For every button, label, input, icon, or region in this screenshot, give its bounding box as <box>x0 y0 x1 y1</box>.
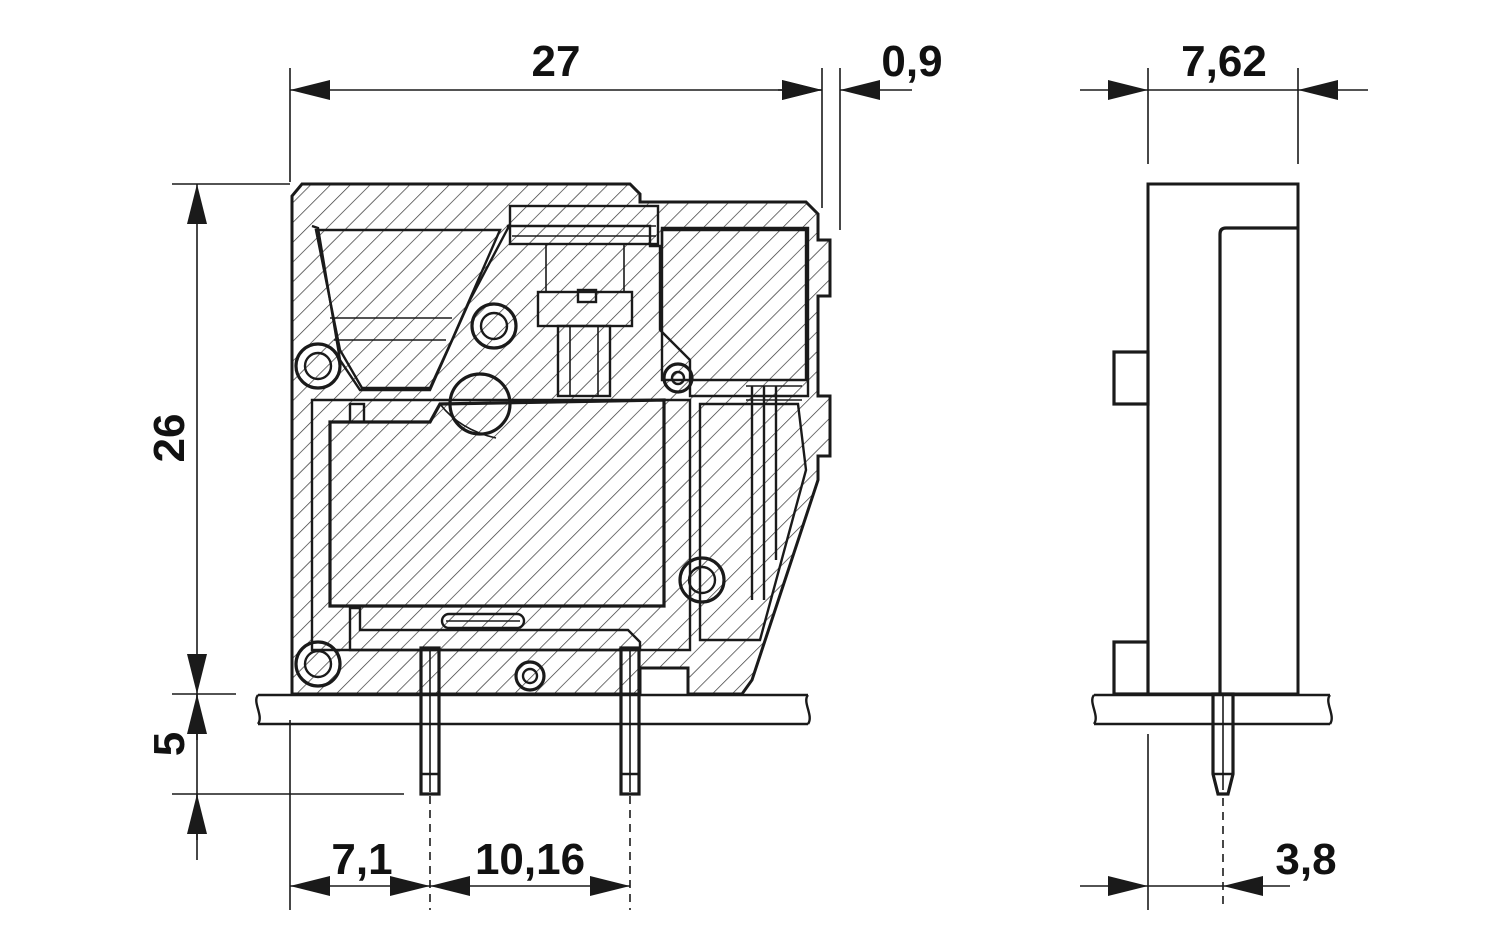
dim-pin-pitch-label: 10,16 <box>475 835 585 884</box>
dim-pin-length-label: 5 <box>145 732 194 756</box>
dim-width-total-label: 27 <box>532 37 581 86</box>
hole-1 <box>294 342 342 390</box>
plunger <box>536 244 634 398</box>
lead-frame <box>348 606 642 652</box>
dim-side-width-label: 7,62 <box>1181 37 1267 86</box>
dim-pin-offset-label: 7,1 <box>331 835 392 884</box>
actuator-slot <box>508 204 660 246</box>
side-view: 7,62 3,8 <box>1080 37 1368 910</box>
switch-body <box>328 372 666 608</box>
pin-right <box>619 646 641 796</box>
side-pin <box>1211 692 1235 910</box>
dim-width-total: 27 <box>289 37 823 208</box>
dim-pin-pitch: 10,16 <box>430 835 630 896</box>
dim-offset-right: 0,9 <box>778 37 943 230</box>
dim-side-width: 7,62 <box>1080 37 1368 164</box>
pcb-board <box>255 693 811 726</box>
hole-5 <box>514 660 546 692</box>
dim-height-body: 26 <box>145 183 290 695</box>
pin-left <box>419 646 441 796</box>
pcb-pins <box>419 646 641 910</box>
side-housing <box>1112 182 1300 696</box>
dim-height-body-label: 26 <box>145 414 194 463</box>
dim-side-pin-offset: 3,8 <box>1080 734 1337 910</box>
dim-pin-offset: 7,1 <box>289 720 430 910</box>
hole-2 <box>470 302 518 350</box>
hole-4 <box>294 640 342 688</box>
spring-contacts <box>746 385 802 600</box>
mounting-holes <box>294 302 726 692</box>
dim-pin-length: 5 <box>145 694 404 860</box>
dim-side-pin-offset-label: 3,8 <box>1275 835 1336 884</box>
hole-3 <box>678 556 726 604</box>
front-view: 27 0,9 26 5 7,1 <box>145 37 943 910</box>
housing <box>290 182 832 696</box>
hole-6 <box>662 362 694 394</box>
dim-offset-right-label: 0,9 <box>881 37 942 86</box>
